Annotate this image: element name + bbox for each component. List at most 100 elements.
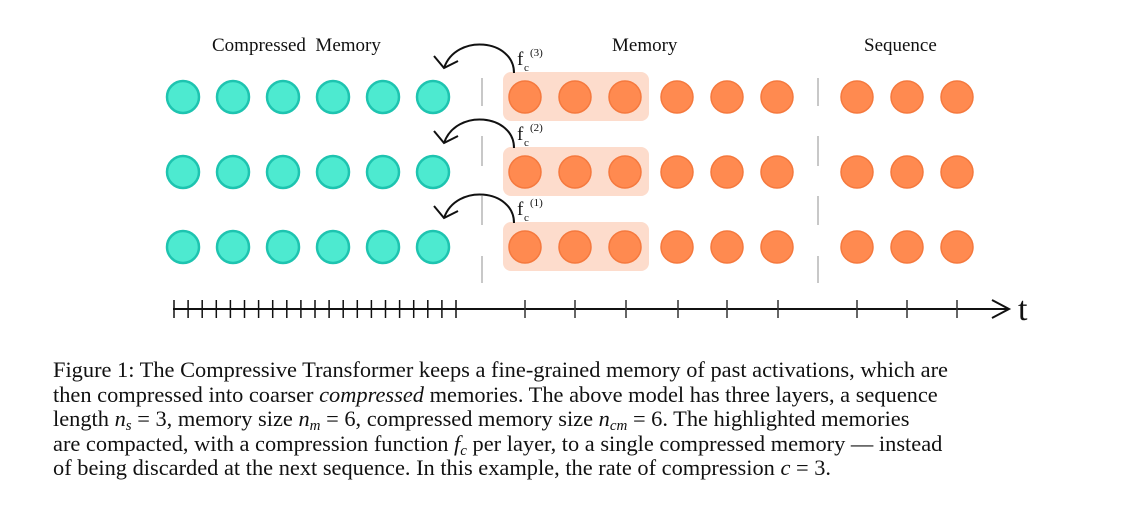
memory-label: Memory [612, 35, 678, 56]
memory-slot [558, 155, 592, 189]
sequence-slot [890, 155, 924, 189]
compression-function-subscript: c [524, 212, 529, 224]
axis-arrow-icon [991, 299, 1012, 319]
caption-text: length [53, 406, 115, 432]
math-n-s: ns [114, 406, 132, 435]
memory-slot [558, 230, 592, 264]
math-sub: s [125, 418, 132, 435]
memory-slot [760, 155, 794, 189]
compression-function-label: f [517, 124, 524, 145]
math-var: n [298, 406, 310, 432]
compressed-memory-slot [165, 154, 201, 190]
compressed-memory-slot [265, 79, 301, 115]
caption-line-4: are compacted, with a compression functi… [53, 430, 1147, 459]
caption-text: = 6. The highlighted memories [627, 406, 910, 432]
compressed-memory-slot [365, 154, 401, 190]
compressed-memory-slot [165, 79, 201, 115]
memory-slot [608, 155, 642, 189]
compressed-memory-slot [265, 154, 301, 190]
compression-function-superscript: (1) [530, 197, 543, 209]
caption-text: of being discarded at the next sequence.… [53, 455, 781, 481]
caption-text: memories. The above model has three laye… [424, 381, 938, 407]
compressed-memory-slot [215, 229, 251, 265]
curved-arrow-icon [443, 43, 515, 74]
sequence-slot [840, 230, 874, 264]
arrow-head-icon [433, 55, 459, 70]
compressed-memory-slot [415, 154, 451, 190]
compressed-memory-label: Compressed Memory [212, 35, 381, 56]
compressed-memory-slot [415, 79, 451, 115]
compressed-memory-slot [265, 229, 301, 265]
compressed-memory-slot [315, 229, 351, 265]
sequence-slot [940, 80, 974, 114]
memory-slot [660, 230, 694, 264]
layer-row-1 [165, 222, 974, 271]
sequence-label: Sequence [864, 35, 937, 56]
time-axis: t [173, 291, 1028, 328]
sequence-slot [840, 80, 874, 114]
caption-line-2: then compressed into coarser compressed … [53, 381, 1147, 408]
memory-slot [760, 80, 794, 114]
compressed-memory-slot [365, 79, 401, 115]
math-n-m: nm [298, 406, 321, 435]
layer-row-3 [165, 72, 974, 121]
math-f-c: fc [454, 430, 467, 459]
math-var: n [598, 406, 610, 432]
memory-slot [608, 80, 642, 114]
memory-slot [508, 230, 542, 264]
caption-text: Figure 1: The Compressive Transformer ke… [53, 357, 948, 382]
caption-text: then compressed into coarser [53, 381, 320, 407]
math-c: c [780, 455, 791, 481]
memory-slot [710, 230, 744, 264]
memory-slot [760, 230, 794, 264]
caption-line-3: length ns = 3, memory size nm = 6, compr… [53, 406, 1147, 435]
compressed-memory-slot [315, 79, 351, 115]
curved-arrow-icon [443, 193, 515, 224]
math-var: f [454, 430, 461, 456]
compression-function-superscript: (3) [530, 47, 543, 59]
memory-slot [508, 155, 542, 189]
compressed-memory-slot [215, 79, 251, 115]
compression-function-superscript: (2) [530, 122, 543, 134]
time-axis-label: t [1018, 291, 1028, 328]
math-sub: cm [609, 418, 628, 435]
arrow-head-icon [433, 130, 459, 145]
memory-slot [710, 155, 744, 189]
sequence-slot [940, 155, 974, 189]
memory-slot [660, 155, 694, 189]
sequence-slot [890, 230, 924, 264]
math-sub: m [309, 418, 321, 435]
caption-text: = 3. [790, 455, 832, 481]
sequence-slot [840, 155, 874, 189]
curved-arrow-icon [443, 118, 515, 149]
figure-caption: Figure 1: The Compressive Transformer ke… [53, 357, 1147, 481]
compression-function-subscript: c [524, 62, 529, 74]
memory-slot [660, 80, 694, 114]
sequence-slot [890, 80, 924, 114]
math-sub: c [460, 442, 467, 459]
compressed-memory-slot [215, 154, 251, 190]
caption-line-1: Figure 1: The Compressive Transformer ke… [53, 357, 1147, 383]
caption-text: = 3, memory size [131, 406, 299, 432]
layer-rows [165, 72, 974, 271]
section-dividers [481, 78, 819, 283]
arrow-head-icon [433, 205, 459, 220]
memory-slot [508, 80, 542, 114]
caption-emphasis: compressed [319, 381, 424, 407]
math-var: n [114, 406, 126, 432]
compression-function-subscript: c [524, 137, 529, 149]
compressed-memory-slot [165, 229, 201, 265]
compression-function-label: f [517, 199, 524, 220]
memory-slot [608, 230, 642, 264]
compressed-memory-slot [365, 229, 401, 265]
layer-row-2 [165, 147, 974, 196]
caption-text: per layer, to a single compressed memory… [466, 430, 943, 456]
sequence-slot [940, 230, 974, 264]
compressed-memory-slot [315, 154, 351, 190]
math-n-cm: ncm [598, 406, 628, 435]
